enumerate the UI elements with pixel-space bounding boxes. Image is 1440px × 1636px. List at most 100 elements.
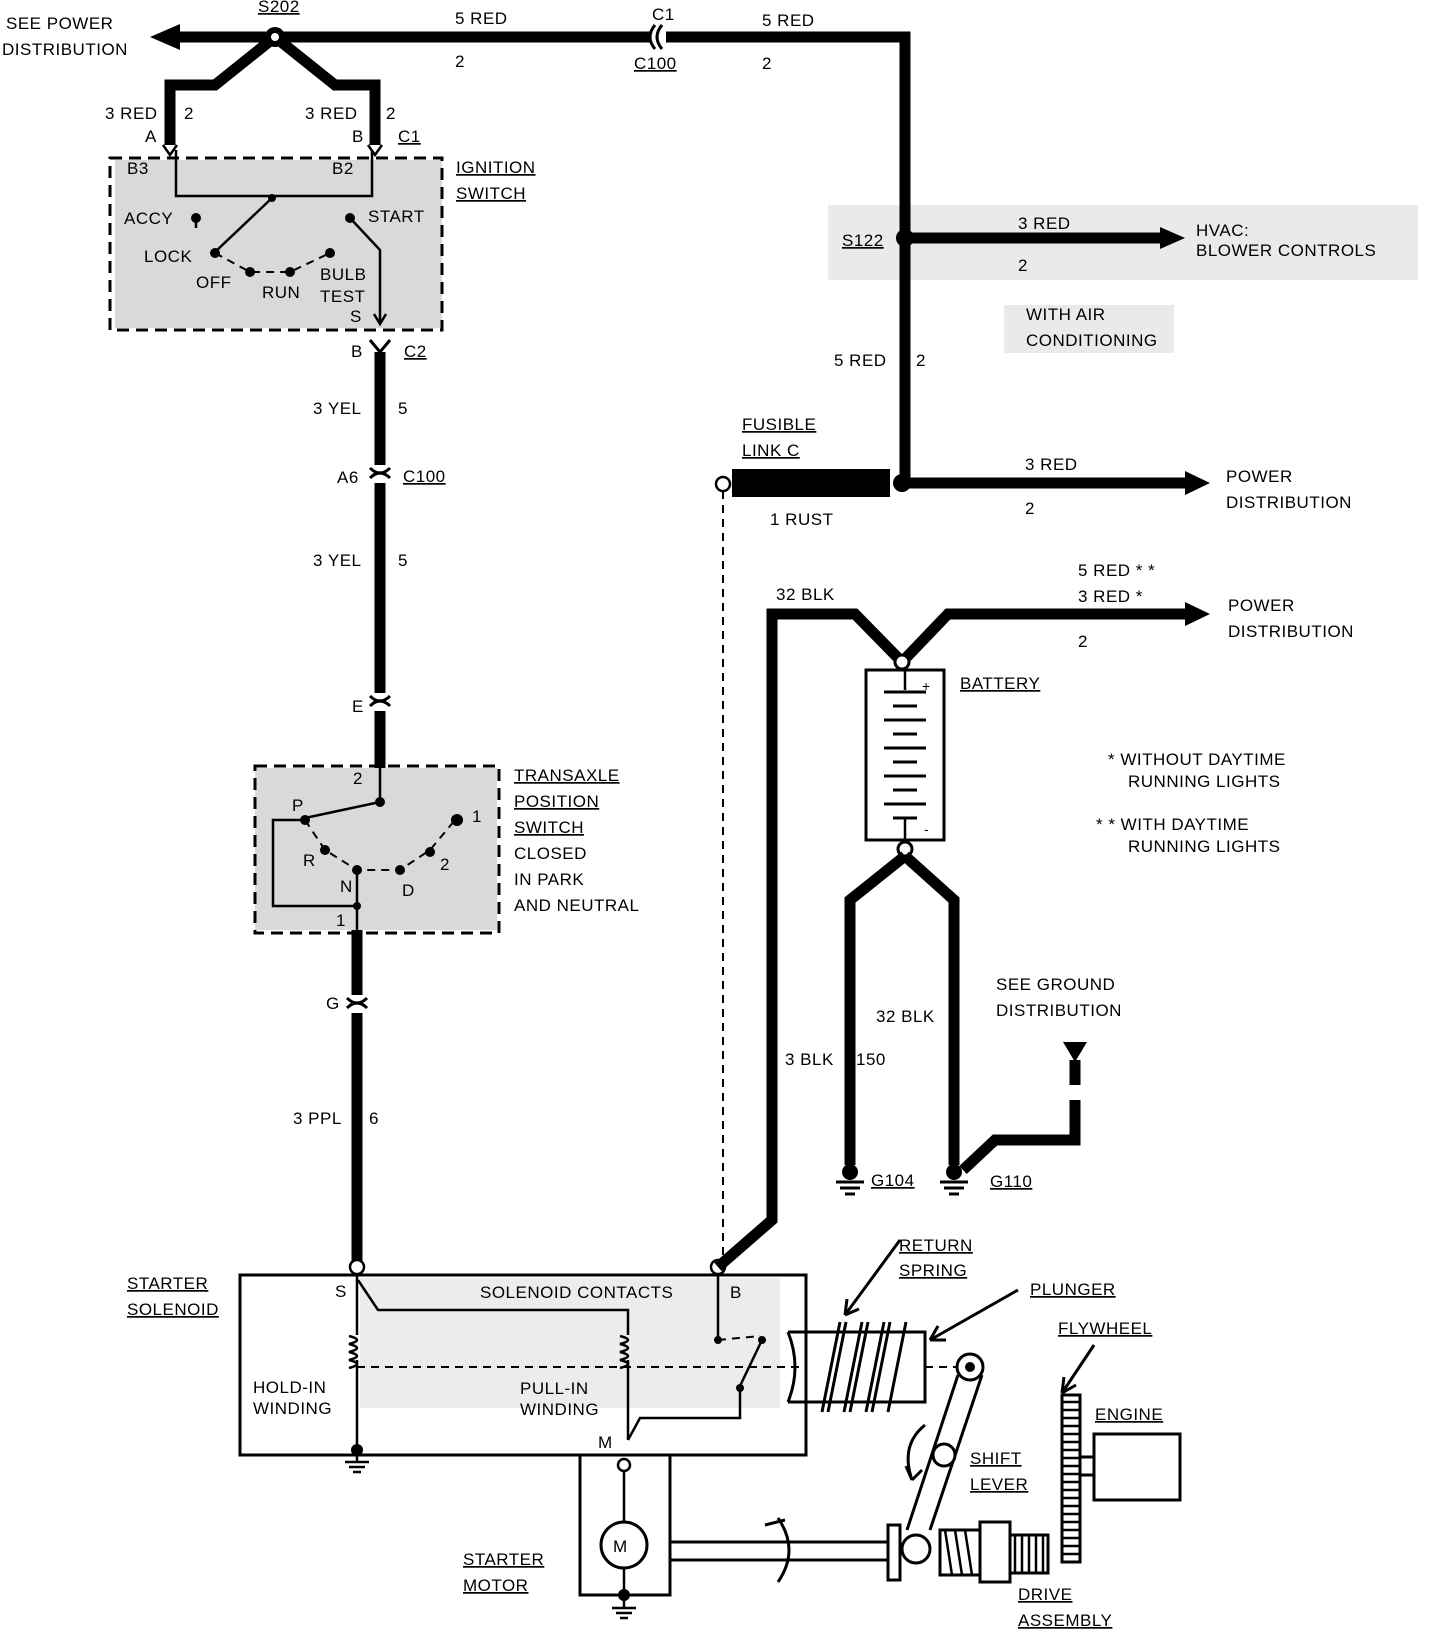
test-label: TEST: [320, 287, 365, 306]
hvac-label-2: BLOWER CONTROLS: [1196, 241, 1376, 260]
start-circuit-wire: [351, 352, 386, 1262]
tp-n-label: N: [340, 877, 353, 896]
wire-2-label: 2: [455, 52, 465, 71]
transaxle-label-5: IN PARK: [514, 870, 584, 889]
svg-text:+: +: [922, 678, 931, 694]
tp-p-label: P: [292, 796, 304, 815]
return-spring-label-2: SPRING: [899, 1261, 967, 1280]
see-power-label-2: DISTRIBUTION: [2, 40, 128, 59]
drive-assembly: [886, 1520, 1050, 1584]
plunger-label: PLUNGER: [1030, 1280, 1116, 1299]
wire-3red-hvac-label: 3 RED: [1018, 214, 1071, 233]
see-ground-label-2: DISTRIBUTION: [996, 1001, 1122, 1020]
lock-label: LOCK: [144, 247, 192, 266]
transaxle-switch-internals: [271, 768, 463, 930]
starter-motor-label-2: MOTOR: [463, 1576, 528, 1595]
battery-cable: [714, 602, 1210, 1272]
wire-150-label: 150: [856, 1050, 886, 1069]
note-with-2: RUNNING LIGHTS: [1128, 837, 1280, 856]
g110-label: G110: [990, 1172, 1032, 1191]
power-dist-2-label-2: DISTRIBUTION: [1228, 622, 1354, 641]
c100-top-label: C100: [634, 54, 677, 73]
tp-r-label: R: [303, 851, 316, 870]
battery-label: BATTERY: [960, 674, 1040, 693]
with-ac-label-2: CONDITIONING: [1026, 331, 1158, 350]
top-feed-wires: [164, 31, 911, 480]
hold-in-label-1: HOLD-IN: [253, 1378, 326, 1397]
wire-3red-label: 3 RED: [105, 104, 158, 123]
svg-text:-: -: [924, 821, 929, 837]
engine-label: ENGINE: [1095, 1405, 1163, 1424]
drive-label-1: DRIVE: [1018, 1585, 1072, 1604]
hold-in-label-2: WINDING: [253, 1399, 332, 1418]
tp-2b-label: 2: [440, 855, 450, 874]
pin-g-label: G: [326, 994, 340, 1013]
transaxle-label-4: CLOSED: [514, 844, 587, 863]
see-power-label-1: SEE POWER: [6, 14, 113, 33]
bulb-label: BULB: [320, 265, 366, 284]
sol-b-label: B: [730, 1283, 742, 1302]
wire-5-label-b: 5: [398, 551, 408, 570]
battery-icon: + -: [864, 668, 946, 842]
off-label: OFF: [196, 273, 232, 292]
starter-solenoid-label-2: SOLENOID: [127, 1300, 219, 1319]
s202-label: S202: [258, 0, 300, 16]
starter-solenoid-box: [238, 1273, 808, 1457]
with-ac-label-1: WITH AIR: [1026, 305, 1106, 324]
c1-top-label: C1: [652, 5, 675, 24]
return-spring-label-1: RETURN: [899, 1236, 973, 1255]
note-with-1: * * WITH DAYTIME: [1096, 815, 1249, 834]
ignition-switch-internals: [161, 144, 388, 327]
wire-32blk-top-label: 32 BLK: [776, 585, 835, 604]
pull-in-label-1: PULL-IN: [520, 1379, 589, 1398]
wire-32blk-label: 32 BLK: [876, 1007, 935, 1026]
tp-1-top-label: 1: [472, 807, 482, 826]
wire-3yel-label-b: 3 YEL: [313, 551, 362, 570]
shift-lever: [900, 1352, 985, 1565]
wire-2-label-b: 2: [762, 54, 772, 73]
transaxle-switch-shade: [255, 768, 497, 930]
wire-1rust-label: 1 RUST: [770, 510, 833, 529]
transaxle-label-3: SWITCH: [514, 818, 584, 837]
wire-5red-label-b: 5 RED: [762, 11, 815, 30]
start-label: START: [368, 207, 425, 226]
transaxle-label-2: POSITION: [514, 792, 599, 811]
run-label: RUN: [262, 283, 300, 302]
wire-5red-label-c: 5 RED: [834, 351, 887, 370]
tp-2-label: 2: [353, 769, 363, 788]
drive-label-2: ASSEMBLY: [1018, 1611, 1112, 1630]
wire-2-label-d: 2: [386, 104, 396, 123]
solenoid-contacts-label: SOLENOID CONTACTS: [480, 1283, 673, 1302]
ignition-switch-shade: [115, 160, 442, 328]
wire-2-label-e: 2: [916, 351, 926, 370]
b2-label: B2: [332, 159, 354, 178]
wire-2-pd2-label: 2: [1078, 632, 1088, 651]
fusible-link: [714, 469, 1210, 1262]
tp-d-label: D: [402, 881, 415, 900]
tp-1-label: 1: [336, 911, 346, 930]
wire-3red-nodrl-label: 3 RED *: [1078, 587, 1143, 606]
ignition-switch-box: [108, 156, 444, 332]
wire-2-hvac-label: 2: [1018, 256, 1028, 275]
see-ground-label-1: SEE GROUND: [996, 975, 1115, 994]
ground-cables: [836, 840, 1087, 1196]
starter-motor-label-1: STARTER: [463, 1550, 544, 1569]
sol-m-label: M: [598, 1433, 613, 1452]
power-dist-2-label-1: POWER: [1228, 596, 1295, 615]
wire-5red-label: 5 RED: [455, 9, 508, 28]
s-pin-label: S: [350, 307, 362, 326]
note-without-2: RUNNING LIGHTS: [1128, 772, 1280, 791]
wire-2-pd-label: 2: [1025, 499, 1035, 518]
pin-a-label: A: [145, 127, 157, 146]
motor-m-label: M: [613, 1537, 628, 1556]
power-dist-1-label-1: POWER: [1226, 467, 1293, 486]
a6-label: A6: [337, 468, 359, 487]
hvac-label-1: HVAC:: [1196, 221, 1249, 240]
connector-chevrons: [345, 339, 392, 1010]
wire-3red-label-b: 3 RED: [305, 104, 358, 123]
c1-connector-icon: [648, 24, 664, 50]
flywheel-engine: [1060, 1393, 1182, 1564]
c2-label: C2: [404, 342, 427, 361]
shift-lever-label-1: SHIFT: [970, 1449, 1022, 1468]
solenoid-internals: [345, 1258, 800, 1474]
